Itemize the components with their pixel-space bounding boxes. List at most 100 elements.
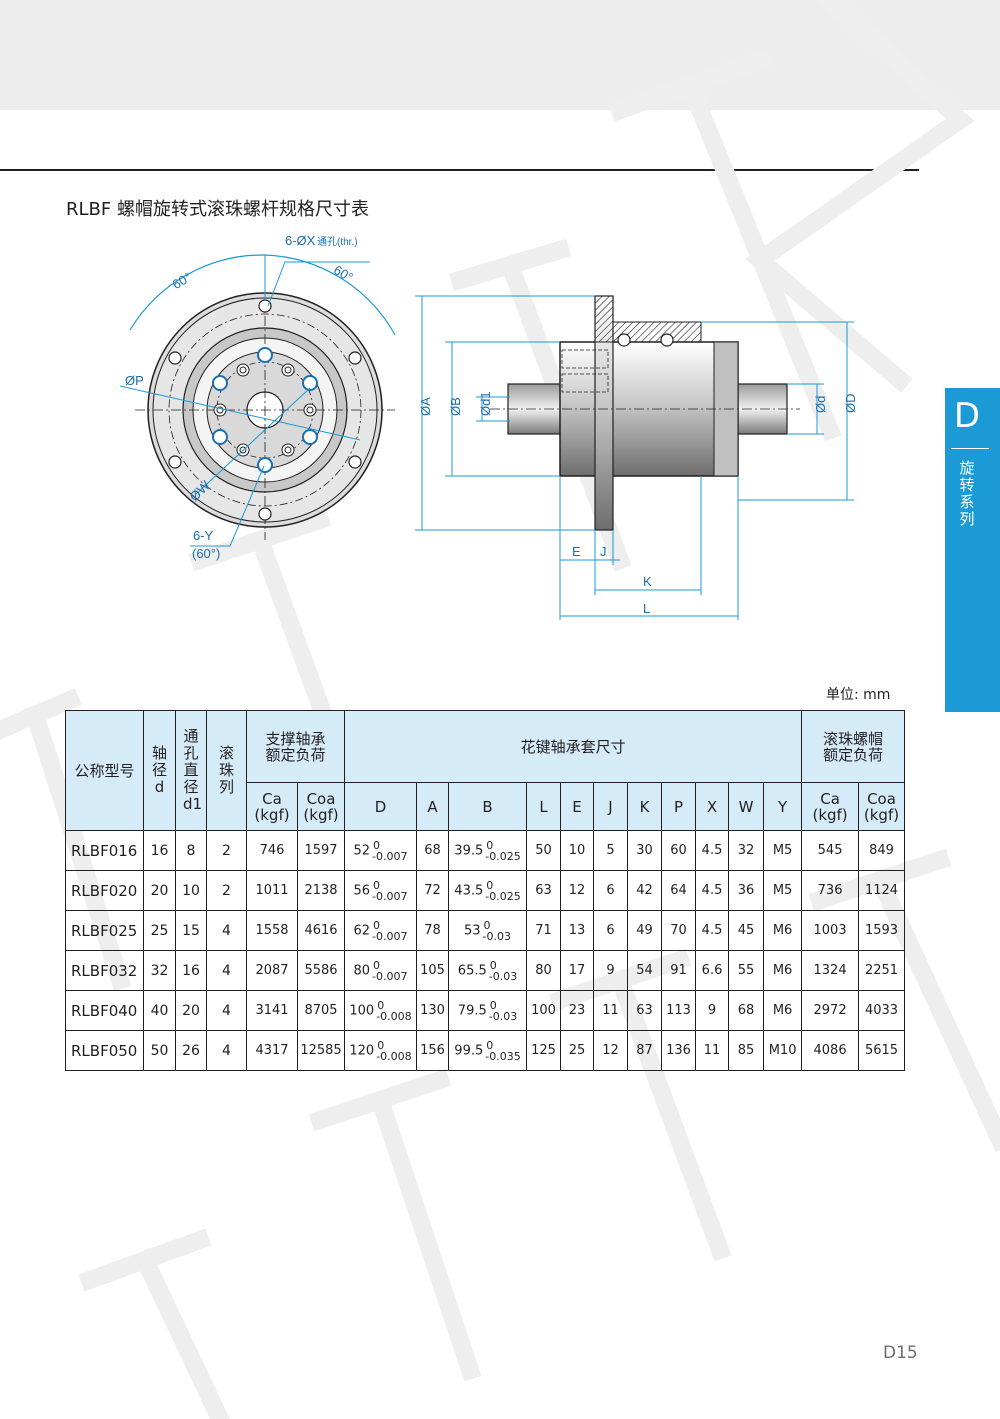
cell-J: 11	[593, 990, 629, 1031]
cell-shaft-dia: 25	[143, 910, 176, 951]
page-number: D15	[883, 1343, 918, 1363]
header-band	[0, 0, 1000, 110]
cell-through-hole: 16	[175, 950, 207, 991]
cell-Y: M10	[763, 1030, 803, 1071]
header-coa: Coa(kgf)	[296, 782, 346, 831]
cell-P: 64	[661, 870, 697, 911]
header-model: 公称型号	[65, 710, 144, 831]
cell-E: 13	[560, 910, 595, 951]
cell-L: 71	[526, 910, 562, 951]
cell-K: 63	[627, 990, 663, 1031]
cell-nut-ca: 2972	[801, 990, 859, 1031]
header-rule	[0, 169, 919, 171]
cell-support-ca: 2087	[246, 950, 298, 991]
cell-K: 54	[627, 950, 663, 991]
cell-Y: M5	[763, 870, 803, 911]
cell-Y: M6	[763, 910, 803, 951]
cell-through-hole: 26	[175, 1030, 207, 1071]
cell-E: 12	[560, 870, 595, 911]
cell-through-hole: 10	[175, 870, 207, 911]
label-holes-suffix: 通孔(thr.)	[317, 236, 358, 248]
cell-support-ca: 1011	[246, 870, 298, 911]
cell-P: 60	[661, 830, 697, 871]
cell-L: 100	[526, 990, 562, 1031]
cell-L: 125	[526, 1030, 562, 1071]
side-view	[490, 295, 800, 531]
header-B: B	[448, 782, 528, 831]
cell-Y: M5	[763, 830, 803, 871]
cell-P: 91	[661, 950, 697, 991]
header-L: L	[526, 782, 562, 831]
cell-K: 49	[627, 910, 663, 951]
cell-model: RLBF032	[65, 950, 144, 991]
cell-E: 25	[560, 1030, 595, 1071]
cell-ball-rows: 4	[206, 990, 247, 1031]
cell-E: 17	[560, 950, 595, 991]
cell-nut-ca: 545	[801, 830, 859, 871]
cell-model: RLBF016	[65, 830, 144, 871]
label-p: ØP	[125, 373, 144, 388]
header-E: E	[560, 782, 595, 831]
cell-nut-ca: 1003	[801, 910, 859, 951]
cell-support-coa: 12585	[296, 1030, 346, 1071]
cell-X: 9	[695, 990, 730, 1031]
cell-P: 113	[661, 990, 697, 1031]
label-j: J	[600, 544, 607, 559]
header-ball-rows: 滚珠列	[206, 710, 247, 831]
cell-ball-rows: 4	[206, 950, 247, 991]
cell-model: RLBF050	[65, 1030, 144, 1071]
cell-ball-rows: 2	[206, 830, 247, 871]
label-y-angle: (60°)	[192, 546, 220, 561]
label-k: K	[643, 574, 652, 589]
cell-support-ca: 1558	[246, 910, 298, 951]
cell-shaft-dia: 50	[143, 1030, 176, 1071]
cell-E: 23	[560, 990, 595, 1031]
cell-A: 130	[416, 990, 450, 1031]
cell-nut-coa: 1593	[857, 910, 906, 951]
label-l: L	[643, 601, 650, 616]
cell-Y: M6	[763, 950, 803, 991]
cell-support-ca: 4317	[246, 1030, 298, 1071]
label-e: E	[572, 544, 581, 559]
header-ca-nut: Ca(kgf)	[801, 782, 859, 831]
cell-model: RLBF040	[65, 990, 144, 1031]
cell-P: 70	[661, 910, 697, 951]
cell-J: 9	[593, 950, 629, 991]
cell-nut-coa: 4033	[857, 990, 906, 1031]
header-W: W	[728, 782, 765, 831]
cell-A: 78	[416, 910, 450, 951]
front-view	[119, 254, 396, 547]
label-d1: Ød1	[478, 391, 493, 416]
header-X: X	[695, 782, 730, 831]
cell-A: 105	[416, 950, 450, 991]
section-label: 旋转系列	[959, 459, 975, 528]
cell-nut-ca: 1324	[801, 950, 859, 991]
cell-J: 6	[593, 910, 629, 951]
cell-support-ca: 3141	[246, 990, 298, 1031]
cell-W: 45	[728, 910, 765, 951]
cell-nut-ca: 4086	[801, 1030, 859, 1071]
header-nut-group: 滚珠螺帽额定负荷	[801, 710, 905, 783]
cell-W: 32	[728, 830, 765, 871]
cell-L: 63	[526, 870, 562, 911]
header-coa-nut: Coa(kgf)	[857, 782, 906, 831]
cell-through-hole: 15	[175, 910, 207, 951]
cell-X: 6.6	[695, 950, 730, 991]
cell-J: 6	[593, 870, 629, 911]
technical-drawing: 6-ØX 通孔(thr.) 60° 60° ØP ØW 6-Y (60°)	[119, 233, 858, 620]
header-P: P	[661, 782, 697, 831]
cell-A: 72	[416, 870, 450, 911]
